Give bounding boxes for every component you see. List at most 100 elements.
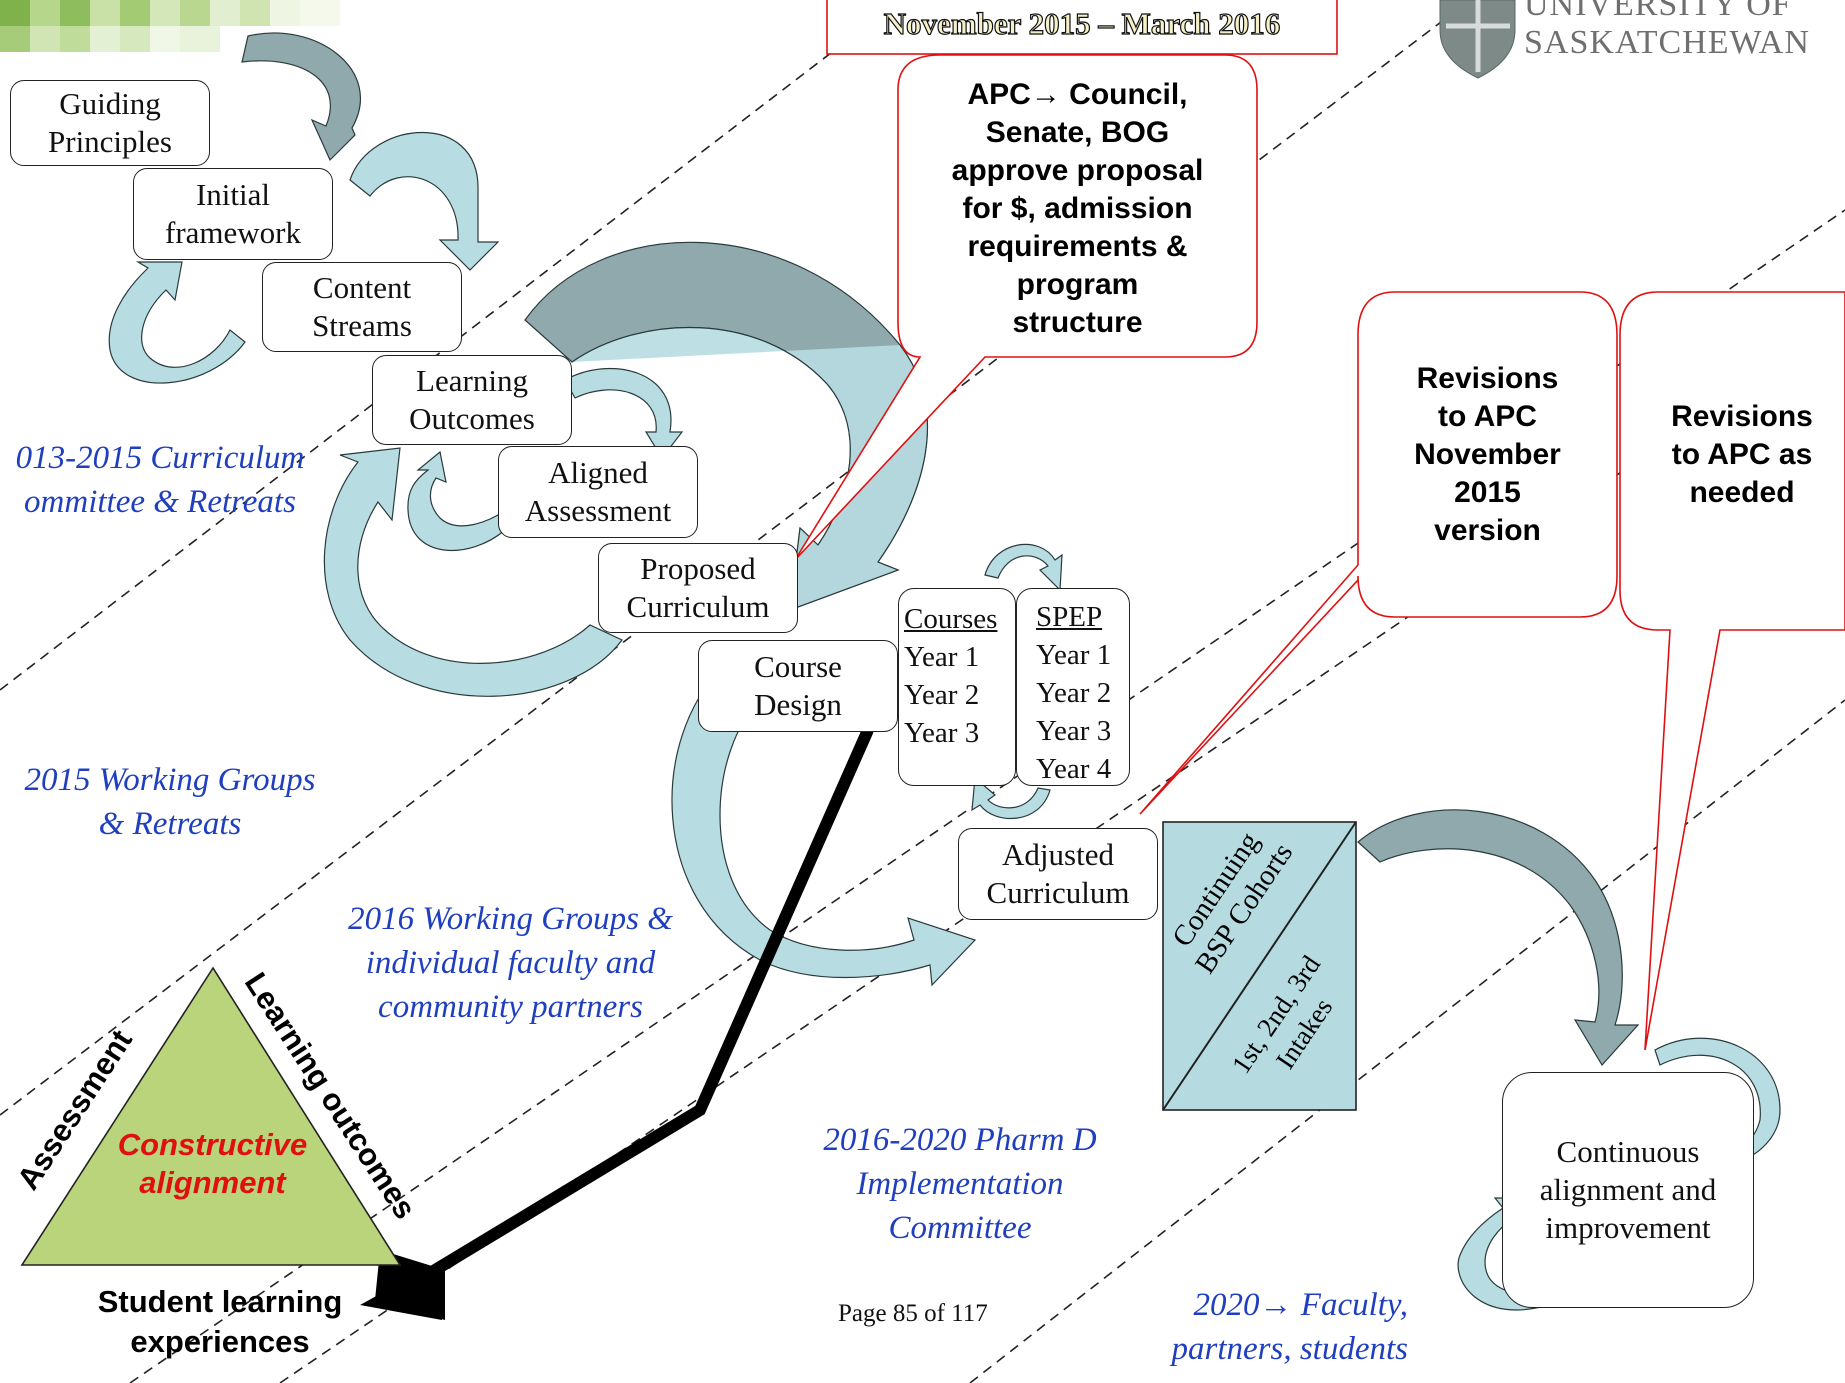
initial-framework-box: Initial framework: [133, 168, 333, 260]
university-shield-icon: [1439, 0, 1516, 79]
constructive-alignment-triangle: [20, 966, 402, 1266]
phase-line: 2016 Working Groups &: [348, 901, 673, 937]
callout-line: APC→ Council,: [967, 78, 1188, 111]
arrow-initial-to-content-icon: [349, 131, 500, 271]
box-line: Guiding: [59, 86, 161, 121]
callout-line: approve proposal: [951, 154, 1204, 187]
guiding-principles-box: Guiding Principles: [10, 80, 210, 166]
phase-line: 013-2015 Curriculum: [15, 440, 305, 476]
logo-line-1: UNIVERSITY OF: [1524, 0, 1792, 23]
arrow-big-left-loop-icon: [323, 447, 623, 697]
triangle-bottom-label: Student learning experiences: [60, 1282, 380, 1362]
proposed-curriculum-box: Proposed Curriculum: [598, 543, 798, 633]
banner-box: [826, 0, 1338, 55]
callout-line: Revisions: [1671, 400, 1813, 433]
arrow-return-loop-icon: [108, 261, 246, 384]
box-line: Principles: [48, 124, 172, 159]
arrow-courses-spep-bottom-icon: [971, 776, 1051, 820]
spep-item: Year 2: [1036, 677, 1112, 709]
arrow-guiding-to-initial-icon: [241, 32, 361, 162]
callout-line: Senate, BOG: [985, 116, 1170, 149]
arrow-aligned-loop-icon: [407, 450, 506, 552]
phase-line: 2020→ Faculty,: [1193, 1287, 1408, 1323]
callout-line: structure: [1012, 306, 1143, 339]
spep-box: [1016, 588, 1130, 786]
callout-line: needed: [1689, 476, 1795, 509]
aligned-assessment-box: Aligned Assessment: [498, 446, 698, 538]
continuous-improvement-box: Continuous alignment and improvement: [1502, 1072, 1754, 1308]
callout-line: for $, admission: [962, 192, 1193, 225]
box-line: Content: [312, 270, 412, 305]
box-line: Curriculum: [986, 875, 1130, 910]
box-line: Assessment: [524, 493, 672, 528]
callout-apc-text: APC→ Council, Senate, BOG approve propos…: [905, 76, 1250, 342]
callout-shapes: [794, 54, 1845, 1051]
page-number: Page 85 of 117: [838, 1300, 988, 1327]
callout-line: 2015: [1454, 476, 1521, 509]
content-streams-box: Content Streams: [262, 262, 462, 352]
callout-line: version: [1434, 514, 1541, 547]
triangle-bottom-line: Student learning: [97, 1284, 343, 1319]
box-line: alignment and: [1539, 1172, 1717, 1207]
callout-line: to APC as: [1671, 438, 1813, 471]
box-line: Proposed: [640, 551, 756, 586]
box-line: improvement: [1545, 1210, 1711, 1245]
decorative-squares: [0, 0, 340, 52]
phase-label-implementation-committee: 2016-2020 Pharm D Implementation Committ…: [780, 1118, 1140, 1250]
cohorts-box: [1162, 821, 1357, 1111]
phase-label-2015-working-groups: 2015 Working Groups & Retreats: [0, 758, 340, 846]
box-line: Aligned: [548, 455, 648, 490]
phase-line: partners, students: [1171, 1331, 1408, 1367]
spep-item: Year 4: [1036, 753, 1112, 785]
phase-line: & Retreats: [98, 806, 242, 842]
box-line: Continuous: [1556, 1134, 1700, 1169]
callout-line: program: [1016, 268, 1139, 301]
callout-rev-needed-text: Revisions to APC as needed: [1622, 398, 1845, 512]
box-line: Learning: [416, 363, 528, 398]
box-line: Adjusted: [1002, 837, 1114, 872]
callout-line: November: [1414, 438, 1561, 471]
callout-rev-nov-shape: [1139, 291, 1618, 815]
arrow-courses-spep-top-icon: [984, 543, 1063, 592]
triangle-center-line: Constructive: [117, 1127, 308, 1162]
black-arrow-icon: [360, 727, 874, 1320]
phase-line: community partners: [378, 989, 643, 1025]
phase-line: ommittee & Retreats: [24, 484, 296, 520]
triangle-center-line: alignment: [139, 1165, 286, 1200]
callout-rev-nov-text: Revisions to APC November 2015 version: [1360, 360, 1615, 550]
courses-header: Courses: [904, 603, 998, 635]
courses-item: Year 3: [904, 717, 980, 749]
adjusted-curriculum-box: Adjusted Curriculum: [958, 828, 1158, 920]
courses-item: Year 1: [904, 641, 980, 673]
callout-apc-shape: [794, 54, 1258, 561]
phase-line: Committee: [888, 1210, 1032, 1246]
box-line: Curriculum: [626, 589, 770, 624]
phase-line: 2016-2020 Pharm D: [823, 1122, 1097, 1158]
spep-list: SPEP Year 1 Year 2 Year 3 Year 4: [1036, 598, 1111, 788]
phase-label-2016-working-groups: 2016 Working Groups & individual faculty…: [318, 897, 703, 1029]
box-line: Design: [754, 687, 842, 722]
arrow-learning-to-aligned-icon: [564, 367, 684, 460]
callout-line: Revisions: [1416, 362, 1559, 395]
box-line: Initial: [195, 177, 271, 212]
arrow-cohorts-to-continuous-icon: [1357, 809, 1640, 1067]
spep-header: SPEP: [1036, 601, 1103, 633]
banner-dates: November 2015 – March 2016: [883, 5, 1281, 41]
callout-line: to APC: [1438, 400, 1537, 433]
triangle-bottom-line: experiences: [130, 1324, 310, 1359]
box-line: Course: [754, 649, 842, 684]
phase-line: 2015 Working Groups: [24, 762, 316, 798]
box-line: Outcomes: [409, 401, 535, 436]
box-line: Streams: [312, 308, 412, 343]
callout-line: requirements &: [967, 230, 1188, 263]
phase-label-2020: 2020→ Faculty, partners, students: [1128, 1283, 1408, 1371]
phase-label-curriculum-committee: 013-2015 Curriculum ommittee & Retreats: [0, 436, 330, 524]
box-line: framework: [165, 215, 301, 250]
phase-line: Implementation: [856, 1166, 1064, 1202]
callout-rev-needed-shape: [1619, 291, 1845, 1051]
spep-item: Year 1: [1036, 639, 1112, 671]
arrow-continuous-left-loop-icon: [1457, 1197, 1549, 1311]
triangle-center-label: Constructive alignment: [90, 1126, 335, 1202]
